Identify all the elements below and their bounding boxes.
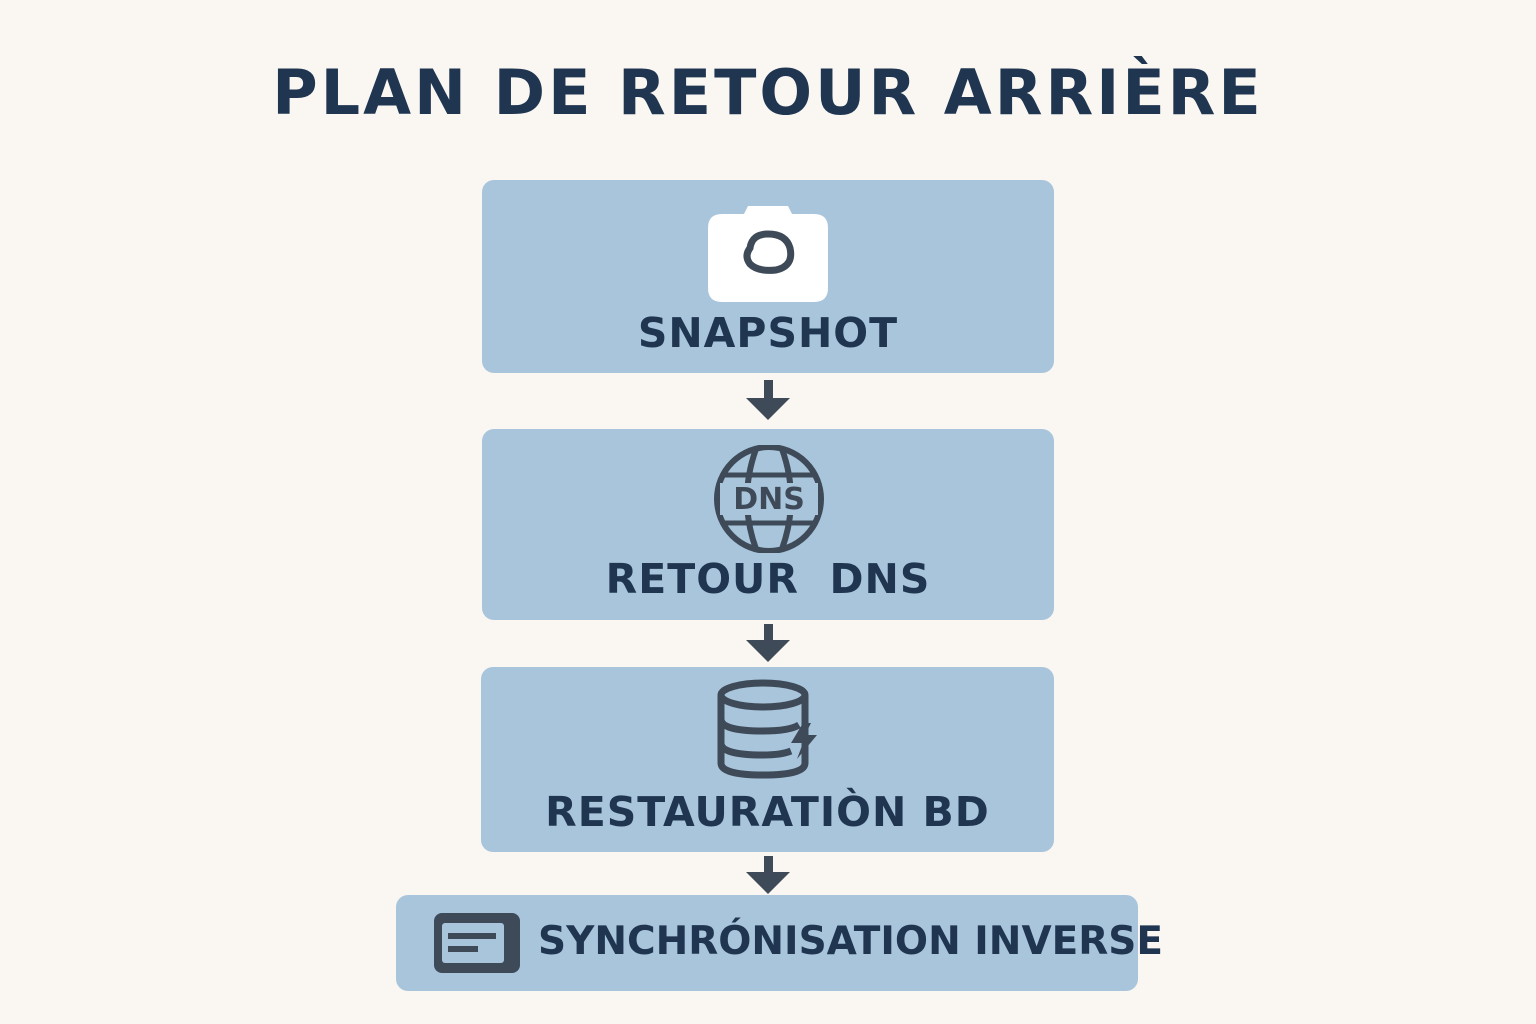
sync-card-icon [434,913,520,973]
step-label: RETOUR DNS [605,555,931,603]
dns-icon-text: DNS [733,482,805,517]
step-reverse-sync: SYNCHRÓNISATION INVERSE [396,895,1163,991]
arrow-down-icon [746,624,790,662]
camera-icon [708,206,828,302]
arrow-down-icon [746,380,790,420]
step-label: RESTAURATIÒN BD [545,788,990,836]
step-label: SYNCHRÓNISATION INVERSE [538,919,1164,964]
diagram-title: PLAN DE RETOUR ARRIÈRE [272,56,1264,129]
arrow-down-icon [746,856,790,894]
step-label: SNAPSHOT [637,309,899,357]
step-snapshot: SNAPSHOT [482,180,1054,373]
step-database-restore: RESTAURATIÒN BD [481,667,1054,852]
dns-globe-icon: DNS [714,445,824,553]
step-dns-rollback: DNS RETOUR DNS [482,429,1054,620]
database-icon [717,679,817,779]
